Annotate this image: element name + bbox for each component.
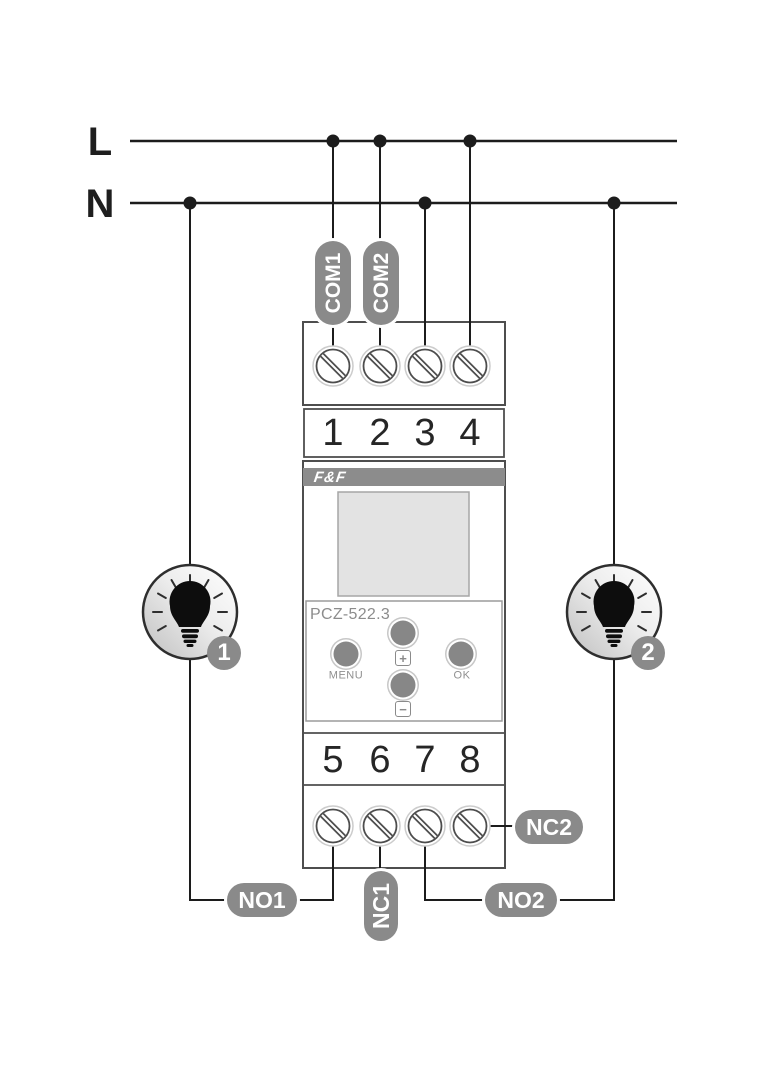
screw-terminal-3 [405, 346, 445, 386]
junction-dot [183, 196, 197, 210]
screw-terminal-5 [313, 806, 353, 846]
brand-band: F&F [303, 468, 505, 486]
lamp1-number: 1 [217, 639, 231, 666]
label-pill-no2: NO2 [485, 883, 557, 917]
junction-dot [418, 196, 432, 210]
ok-button [448, 641, 474, 667]
menu-button-label: MENU [328, 669, 364, 682]
screw-terminal-1 [313, 346, 353, 386]
terminal-number-7: 7 [414, 739, 436, 781]
menu-button [333, 641, 359, 667]
terminal-number-8: 8 [459, 739, 481, 781]
no2-label: NO2 [497, 886, 545, 913]
brand-logo: F&F [312, 468, 348, 486]
junction-dot [607, 196, 621, 210]
plus-glyph: + [399, 650, 407, 666]
label-pill-no1: NO1 [227, 883, 297, 917]
screw-terminal-4 [450, 346, 490, 386]
nc2-label: NC2 [525, 813, 572, 840]
button-panel-frame [305, 600, 503, 722]
junction-dot [463, 134, 477, 148]
live-line-label: L [87, 120, 113, 164]
lcd-display [337, 491, 470, 597]
screw-terminal-8 [450, 806, 490, 846]
terminal-number-6: 6 [369, 739, 391, 781]
neutral-line-label: N [85, 182, 115, 226]
minus-icon: − [395, 701, 411, 717]
label-pill-nc1: NC1 [364, 871, 398, 941]
junction-dot [373, 134, 387, 148]
device-model-label: PCZ-522.3 [310, 606, 391, 623]
com1-label: COM1 [321, 252, 345, 314]
lamp1-number-badge: 1 [207, 636, 241, 670]
down-button [390, 672, 416, 698]
com2-label: COM2 [369, 252, 393, 314]
terminal-number-3: 3 [414, 412, 436, 454]
minus-glyph: − [399, 701, 407, 717]
no1-label: NO1 [238, 886, 286, 913]
terminal-number-1: 1 [322, 412, 344, 454]
screw-terminal-2 [360, 346, 400, 386]
label-pill-com1: COM1 [315, 241, 351, 325]
terminal-number-4: 4 [459, 412, 481, 454]
device-top-number-band [303, 408, 505, 458]
terminal-number-2: 2 [369, 412, 391, 454]
lamp2-number: 2 [641, 639, 655, 666]
label-pill-nc2: NC2 [515, 810, 583, 844]
junction-dot [326, 134, 340, 148]
terminal-number-5: 5 [322, 739, 344, 781]
screw-terminal-6 [360, 806, 400, 846]
ok-button-label: OK [453, 669, 471, 682]
up-button [390, 620, 416, 646]
plus-icon: + [395, 650, 411, 666]
label-pill-com2: COM2 [363, 241, 399, 325]
nc1-label: NC1 [367, 883, 394, 930]
screw-terminal-7 [405, 806, 445, 846]
lamp2-number-badge: 2 [631, 636, 665, 670]
